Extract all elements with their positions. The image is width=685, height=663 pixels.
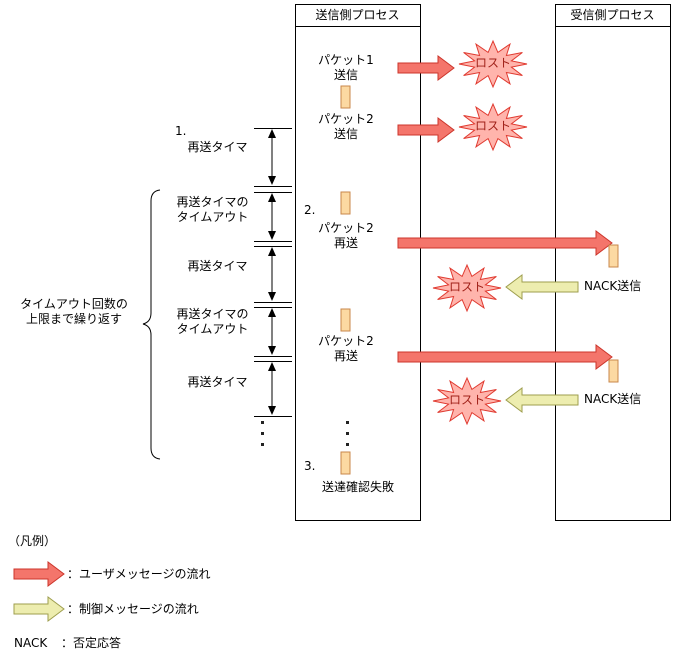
packet-rect — [608, 359, 619, 383]
legend-nack-term: NACK — [14, 636, 48, 650]
user-message-arrows — [397, 55, 613, 370]
retransmission-timer-label: 再送タイマ — [187, 375, 248, 389]
legend-nack-desc: ：否定応答 — [61, 636, 122, 650]
lost-label: ロスト — [474, 119, 511, 133]
step-number-1: 1. — [175, 124, 187, 138]
step-number-2: 2. — [304, 203, 316, 217]
packet1-send-label: パケット1 送信 — [318, 53, 374, 82]
timer-arrowhead — [268, 247, 276, 256]
packet-rect — [608, 244, 619, 268]
sender-process-column — [295, 4, 421, 521]
timer-arrowhead — [268, 176, 276, 185]
ellipsis-dot — [261, 443, 264, 446]
process-columns — [295, 4, 671, 521]
timer-timeout-label: 再送タイマの タイムアウト — [176, 307, 249, 336]
step-number-3: 3. — [304, 459, 316, 473]
timer-arrowhead — [268, 362, 276, 371]
lost-label: ロスト — [474, 56, 511, 70]
ellipsis-dot — [346, 432, 349, 435]
control-message-arrows — [505, 274, 579, 413]
packet-rect — [340, 308, 351, 332]
repeat-note-label: タイムアウト回数の 上限まで繰り返す — [20, 297, 128, 326]
legend-arrows — [13, 561, 65, 622]
control-message-arrow — [505, 387, 579, 413]
legend-user-message-arrow — [13, 561, 65, 587]
retransmission-timer-label: 再送タイマ — [187, 140, 248, 154]
control-message-arrow — [505, 274, 579, 300]
timer-arrowhead — [268, 129, 276, 138]
ellipsis-dots — [261, 421, 349, 446]
nack-send-label: NACK送信 — [584, 392, 642, 406]
legend-title: （凡例） — [8, 534, 57, 548]
packet-rects — [340, 85, 619, 475]
ellipsis-dot — [346, 443, 349, 446]
nack-send-label: NACK送信 — [584, 279, 642, 293]
legend-control-flow-label: ：制御メッセージの流れ — [67, 602, 199, 616]
repeat-brace — [142, 189, 161, 460]
ellipsis-dot — [261, 432, 264, 435]
timer-arrowhead — [268, 406, 276, 415]
ellipsis-dot — [346, 421, 349, 424]
lost-starbursts — [432, 40, 528, 425]
packet-rect — [340, 85, 351, 109]
timer-arrowhead — [268, 346, 276, 355]
timer-arrowhead — [268, 292, 276, 301]
lost-label: ロスト — [448, 280, 485, 294]
packet2-resend-label: パケット2 再送 — [318, 334, 374, 363]
user-message-arrow — [397, 344, 613, 370]
timer-arrowhead — [268, 308, 276, 317]
timer-arrowhead — [268, 231, 276, 240]
timer-arrowhead — [268, 193, 276, 202]
retransmission-timer-label: 再送タイマ — [187, 259, 248, 273]
user-message-arrow — [397, 230, 613, 256]
user-message-arrow — [397, 55, 455, 81]
packet-rect — [340, 451, 351, 475]
timer-timeout-label: 再送タイマの タイムアウト — [176, 195, 249, 224]
legend-control-message-arrow — [13, 596, 65, 622]
packet2-resend-label: パケット2 再送 — [318, 221, 374, 250]
sender-process-title: 送信側プロセス — [315, 8, 400, 22]
lost-label: ロスト — [448, 393, 485, 407]
delivery-fail-label: 送達確認失敗 — [321, 480, 394, 494]
packet-rect — [340, 191, 351, 215]
user-message-arrow — [397, 117, 455, 143]
legend-user-flow-label: ：ユーザメッセージの流れ — [67, 567, 211, 581]
timer-spans — [254, 128, 292, 417]
receiver-process-title: 受信側プロセス — [570, 8, 655, 22]
ellipsis-dot — [261, 421, 264, 424]
packet2-send-label: パケット2 送信 — [318, 112, 374, 141]
